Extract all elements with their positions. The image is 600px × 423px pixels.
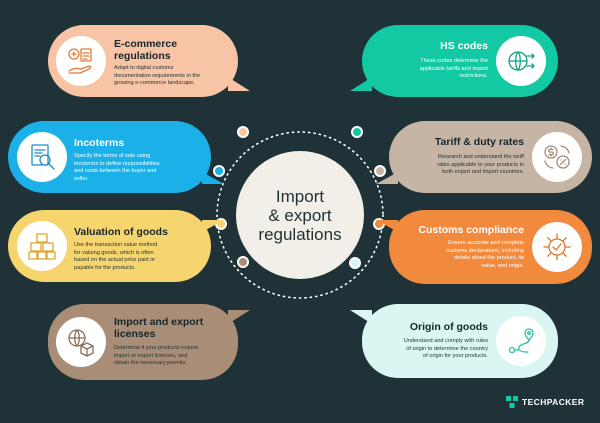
card-description: Research and understand the tariff rates… <box>437 154 524 177</box>
card-description-line: These codes determine the <box>420 58 488 64</box>
card-title-line-1: Customs compliance <box>418 224 524 236</box>
center-title-line-1: Import <box>275 186 325 206</box>
card-description-line: Use the transaction value method <box>74 242 158 248</box>
card-description: Ensure accurate and complete customs dec… <box>446 240 524 270</box>
card-title: Import and export licenses <box>114 316 203 340</box>
route-pin-icon <box>508 328 534 354</box>
card-description-line: and costs between the buyer and <box>74 168 157 175</box>
card-title: Customs compliance <box>418 224 524 236</box>
card-description-line: Specify the terms of sale using <box>74 153 151 159</box>
card-title-line-1: E-commerce <box>114 38 178 50</box>
brand-name: TECHPACKER <box>522 397 585 407</box>
card-description-line: import or export licenses, and <box>114 352 188 359</box>
card-title-line-1: Tariff & duty rates <box>434 136 524 148</box>
ring-dot-brown <box>237 256 249 268</box>
card-tariff-duty-rates: Tariff & duty rates Research and underst… <box>376 121 592 193</box>
ring-dot-peach <box>237 126 249 138</box>
card-title-line-1: HS codes <box>440 40 488 52</box>
card-description-line: Ensure accurate and complete <box>448 240 524 246</box>
gear-check-icon <box>543 233 571 261</box>
magnifier-document-icon <box>31 144 55 170</box>
card-description: Understand and comply with rules of orig… <box>404 338 488 361</box>
card-icon-circle <box>496 316 546 366</box>
card-description-line: of origin for your products. <box>423 353 488 360</box>
card-title-line-1: Import and export <box>114 316 204 328</box>
card-icon-circle <box>17 132 67 182</box>
card-description-line: Determine if your products require <box>114 345 199 351</box>
card-description-line: both export and import countries. <box>442 169 524 176</box>
card-description-line: payable for the products. <box>74 264 136 271</box>
card-title-line-2: licenses <box>114 328 156 340</box>
techpacker-logo-icon <box>506 396 518 408</box>
card-title-line-1: Incoterms <box>74 137 125 149</box>
card-title: Tariff & duty rates <box>435 136 524 148</box>
card-tail <box>228 310 250 324</box>
card-tail <box>228 77 250 91</box>
card-title-line-1: Valuation of goods <box>74 226 168 238</box>
card-description: Use the transaction value method for val… <box>74 242 157 272</box>
card-description-line: for valuing goods, which is often <box>74 249 154 256</box>
card-ecommerce-regulations: E-commerce regulations Adapt to digital … <box>48 25 250 97</box>
card-incoterms: Incoterms Specify the terms of sale usin… <box>8 121 224 193</box>
center-circle: Import & export regulations <box>236 151 364 279</box>
card-icon-circle <box>532 132 582 182</box>
card-description-line: Research and understand the tariff <box>437 154 524 160</box>
card-tail <box>376 220 398 232</box>
card-description-line: value, and origin. <box>481 262 524 269</box>
card-description-line: restrictions. <box>459 73 488 80</box>
card-description: Determine if your products require impor… <box>114 345 199 368</box>
card-description-line: Adapt to digital customs <box>114 65 174 71</box>
card-title: Valuation of goods <box>74 226 168 238</box>
card-icon-circle <box>496 36 546 86</box>
dollar-percent-exchange-icon <box>544 145 570 169</box>
card-icon-circle <box>56 36 106 86</box>
card-title: HS codes <box>440 40 488 52</box>
card-description-line: seller. <box>74 175 89 182</box>
card-icon-circle <box>56 317 106 367</box>
card-import-export-licenses: Import and export licenses Determine if … <box>48 304 250 380</box>
card-description-line: customs declarations, including <box>446 247 524 254</box>
card-title-line-2: regulations <box>114 50 171 62</box>
card-title: Origin of goods <box>410 321 488 333</box>
card-hs-codes: HS codes These codes determine the appli… <box>350 25 558 97</box>
brand-logo: TECHPACKER <box>506 396 584 408</box>
card-title: E-commerce regulations <box>114 38 177 62</box>
card-description-line: incoterms to define responsibilities <box>74 160 160 167</box>
card-description: Adapt to digital customs documentation r… <box>114 65 200 88</box>
card-origin-of-goods: Origin of goods Understand and comply wi… <box>350 304 558 378</box>
card-icon-circle <box>532 222 582 272</box>
globe-box-icon <box>68 329 94 357</box>
card-tail <box>202 172 224 184</box>
card-description: Specify the terms of sale using incoterm… <box>74 153 160 183</box>
globe-arrows-icon <box>508 51 535 71</box>
card-description-line: of origin to determine the country <box>406 345 488 352</box>
card-title-line-1: Origin of goods <box>409 321 488 333</box>
card-tail <box>350 310 372 324</box>
card-description-line: growing e-commerce landscape. <box>114 80 195 87</box>
card-description-line: details about the product, its <box>454 255 524 262</box>
ring-dot-mint <box>349 257 361 269</box>
card-title: Incoterms <box>74 137 124 149</box>
card-tail <box>350 77 372 91</box>
card-description: These codes determine the applicable tar… <box>420 58 488 81</box>
card-description-line: based on the actual price paid or <box>74 257 156 264</box>
card-description-line: rates applicable to your products in <box>437 161 524 168</box>
card-customs-compliance: Customs compliance Ensure accurate and c… <box>376 210 592 284</box>
stacked-boxes-icon <box>28 233 56 260</box>
ecommerce-document-hand-icon <box>68 48 92 74</box>
card-description-line: Understand and comply with rules <box>403 338 488 344</box>
card-tail <box>376 172 398 184</box>
center-title-line-2: & export <box>268 205 332 225</box>
card-description-line: obtain the necessary permits. <box>114 360 188 367</box>
ring-dot-teal <box>351 126 363 138</box>
center-title-line-3: regulations <box>258 224 342 244</box>
card-description-line: applicable tariffs and import <box>419 65 488 72</box>
card-tail <box>202 220 224 232</box>
card-description-line: documentation requirements in the <box>114 72 201 79</box>
card-valuation-of-goods: Valuation of goods Use the transaction v… <box>8 210 224 282</box>
card-icon-circle <box>17 221 67 271</box>
